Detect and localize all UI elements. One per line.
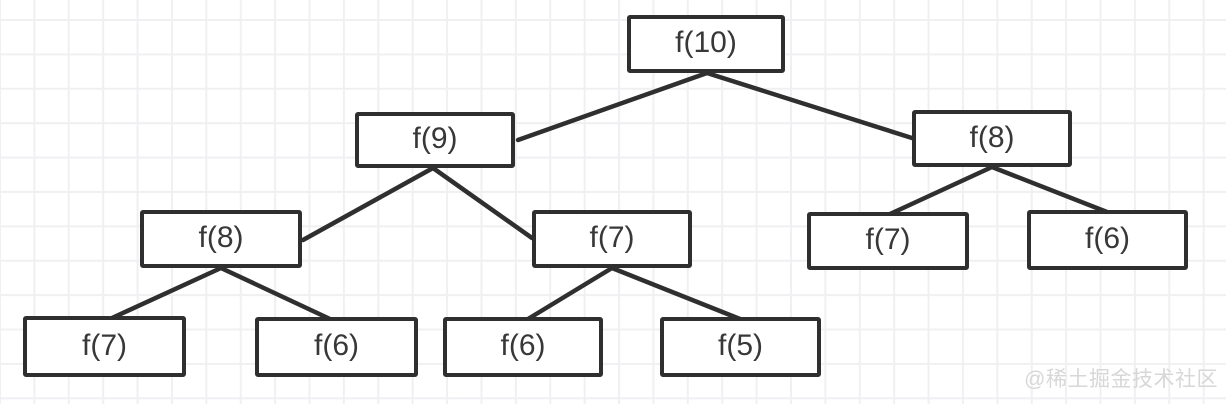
tree-node-f8l: f(8)	[140, 210, 302, 268]
tree-node-f10: f(10)	[627, 15, 785, 73]
tree-node-label: f(6)	[1085, 222, 1130, 255]
tree-node-label: f(6)	[500, 329, 546, 362]
tree-edge-f8l-f6b1	[218, 265, 333, 322]
tree-node-f6r: f(6)	[1027, 210, 1188, 270]
tree-edge-f8r-f6r	[989, 164, 1110, 215]
watermark-text: @稀土掘金技术社区	[1024, 368, 1218, 391]
tree-edge-f7m-f6b2	[525, 265, 615, 322]
tree-node-label: f(8)	[198, 221, 244, 254]
tree-node-label: f(8)	[969, 120, 1015, 154]
tree-edge-f10-f8r	[704, 70, 915, 141]
tree-node-f7m: f(7)	[532, 210, 692, 268]
tree-node-label: f(7)	[82, 328, 127, 362]
tree-node-f6b1: f(6)	[255, 317, 418, 377]
tree-node-label: f(5)	[718, 329, 763, 362]
tree-node-f5b: f(5)	[660, 317, 821, 377]
tree-edge-f8r-f7r	[887, 164, 995, 217]
tree-node-f8r: f(8)	[912, 110, 1072, 167]
tree-node-label: f(7)	[589, 221, 635, 254]
tree-node-label: f(10)	[675, 26, 737, 59]
tree-node-label: f(9)	[412, 122, 458, 155]
tree-edge-f9-f8l	[300, 165, 436, 243]
tree-edge-f10-f9	[515, 70, 710, 143]
tree-node-f7b: f(7)	[23, 316, 186, 377]
tree-node-label: f(6)	[314, 329, 359, 362]
tree-edge-f7m-f5b	[609, 265, 743, 322]
tree-node-label: f(7)	[865, 223, 911, 256]
tree-node-f9: f(9)	[355, 112, 515, 168]
tree-edge-f8l-f7b	[109, 265, 224, 321]
tree-node-f6b2: f(6)	[443, 317, 603, 377]
tree-node-f7r: f(7)	[807, 212, 969, 270]
tree-edge-f9-f7m	[430, 165, 535, 241]
